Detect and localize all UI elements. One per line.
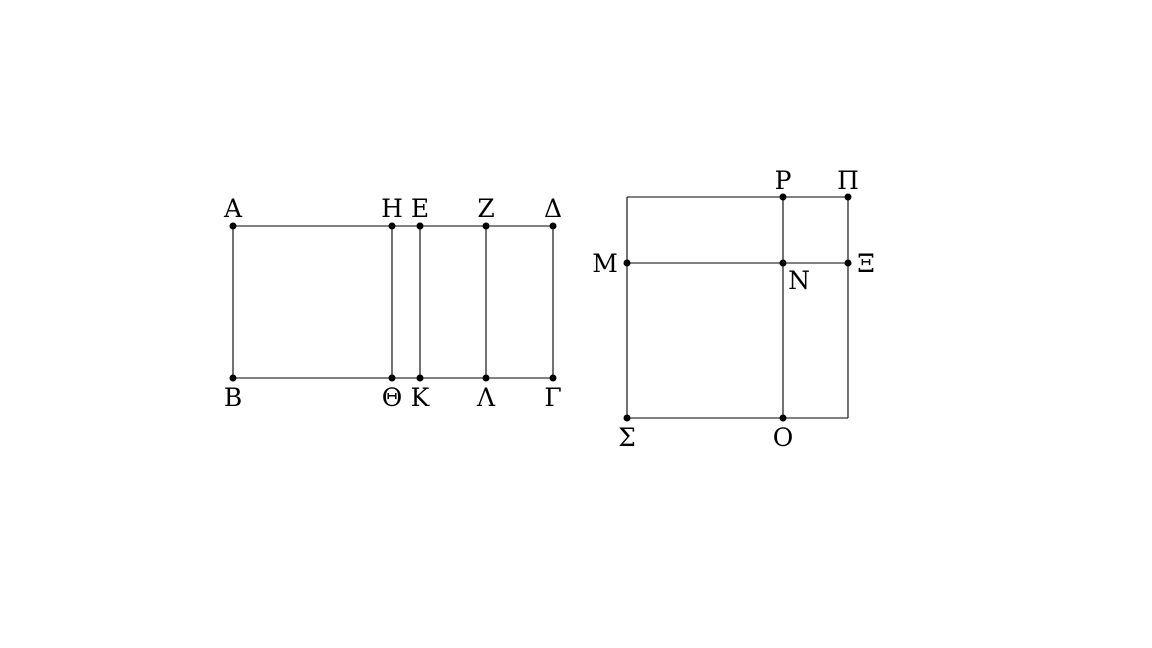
point-k xyxy=(416,374,424,382)
left-rectangle-figure: Α Η Ε Ζ Δ Β Θ Κ Λ Γ xyxy=(223,194,562,412)
label-d: Δ xyxy=(544,194,562,223)
label-s: Σ xyxy=(618,423,636,452)
point-b xyxy=(229,374,237,382)
point-m xyxy=(623,259,631,267)
point-o xyxy=(779,414,787,422)
label-e: Ε xyxy=(411,194,429,223)
label-k: Κ xyxy=(411,383,431,412)
point-a xyxy=(229,222,237,230)
label-th: Θ xyxy=(382,383,403,412)
point-pi xyxy=(844,193,852,201)
point-z xyxy=(482,222,490,230)
point-th xyxy=(388,374,396,382)
label-h: Η xyxy=(381,194,403,223)
label-l: Λ xyxy=(476,383,496,412)
point-d xyxy=(549,222,557,230)
label-pi: Π xyxy=(837,166,859,195)
label-a: Α xyxy=(223,194,243,223)
point-g xyxy=(549,374,557,382)
point-n xyxy=(779,259,787,267)
label-g: Γ xyxy=(544,383,561,412)
label-m: Μ xyxy=(592,249,618,278)
point-p xyxy=(779,193,787,201)
label-b: Β xyxy=(224,383,242,412)
label-xi: Ξ xyxy=(857,249,875,278)
point-l xyxy=(482,374,490,382)
label-o: Ο xyxy=(773,423,794,452)
right-square-figure: Ρ Π Μ Ν Ξ Σ Ο xyxy=(592,166,875,452)
point-xi xyxy=(844,259,852,267)
label-p: Ρ xyxy=(775,166,792,195)
point-e xyxy=(416,222,424,230)
point-s xyxy=(623,414,631,422)
label-z: Ζ xyxy=(477,194,494,223)
label-n: Ν xyxy=(788,266,810,295)
point-h xyxy=(388,222,396,230)
